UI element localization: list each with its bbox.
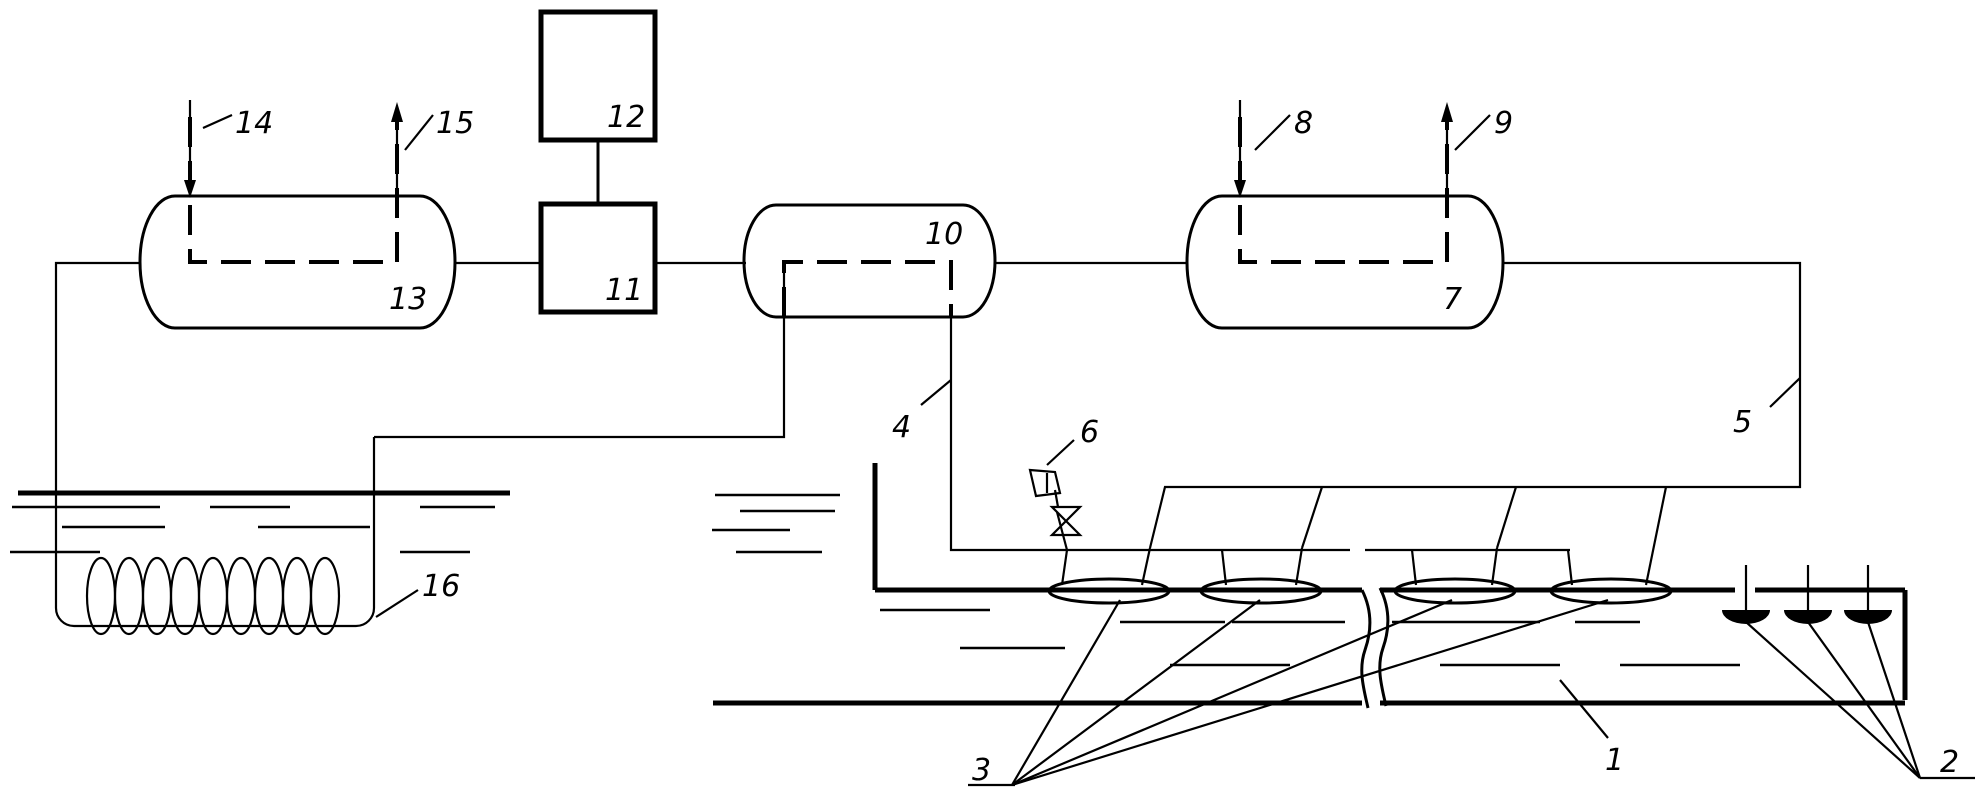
label-13: 13 [389, 282, 427, 317]
leader-lines [203, 115, 1975, 785]
arrow-out-15 [391, 102, 403, 198]
coil-16 [56, 437, 374, 634]
coil-bath [10, 493, 510, 552]
label-10: 10 [925, 217, 963, 252]
label-5: 5 [1733, 405, 1752, 440]
pipe-5 [1150, 263, 1800, 548]
arrow-in-8 [1234, 100, 1246, 198]
reservoir-1 [712, 463, 1905, 708]
label-6: 6 [1080, 415, 1099, 450]
label-3: 3 [972, 753, 991, 788]
label-8: 8 [1294, 106, 1313, 141]
label-14: 14 [235, 106, 273, 141]
label-9: 9 [1494, 106, 1513, 141]
pipe-4 [951, 317, 1350, 550]
label-12: 12 [607, 100, 645, 135]
label-2: 2 [1940, 745, 1959, 780]
valve-6 [1030, 470, 1080, 550]
arrow-out-9 [1441, 102, 1453, 198]
anchors-2 [1722, 565, 1892, 624]
pipe-13-to-coil [56, 263, 140, 530]
label-1: 1 [1605, 743, 1624, 778]
label-15: 15 [436, 106, 474, 141]
label-11: 11 [605, 273, 643, 308]
arrow-in-14 [184, 100, 196, 198]
label-16: 16 [422, 569, 460, 604]
label-4: 4 [892, 410, 911, 445]
manifold-5-risers [1142, 487, 1666, 585]
label-7: 7 [1443, 282, 1462, 317]
